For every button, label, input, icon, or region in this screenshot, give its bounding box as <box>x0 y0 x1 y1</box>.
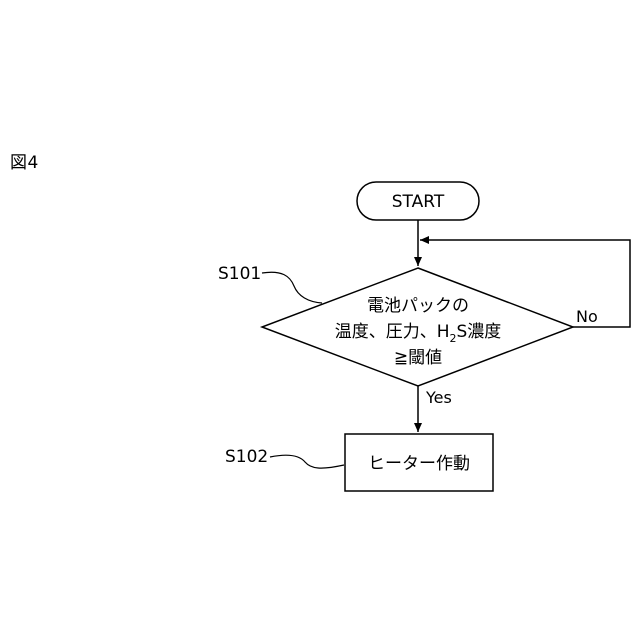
process-label: ヒーター作動 <box>368 454 470 474</box>
decision-line-1: 電池パックの <box>367 296 469 316</box>
leader-line-s102 <box>270 455 344 468</box>
leader-line-s101 <box>262 272 322 303</box>
decision-node: 電池パックの 温度、圧力、H2S濃度 ≧閾値 <box>262 268 573 386</box>
edge-label-yes: Yes <box>425 388 452 407</box>
decision-line-3: ≧閾値 <box>394 348 442 368</box>
start-node: START <box>357 182 479 220</box>
decision-line-2: 温度、圧力、H2S濃度 <box>335 322 502 345</box>
process-node: ヒーター作動 <box>345 434 493 491</box>
step-label-s101: S101 <box>218 264 261 284</box>
start-label: START <box>392 192 445 212</box>
edge-label-no: No <box>576 307 598 326</box>
step-label-s102: S102 <box>225 447 268 467</box>
